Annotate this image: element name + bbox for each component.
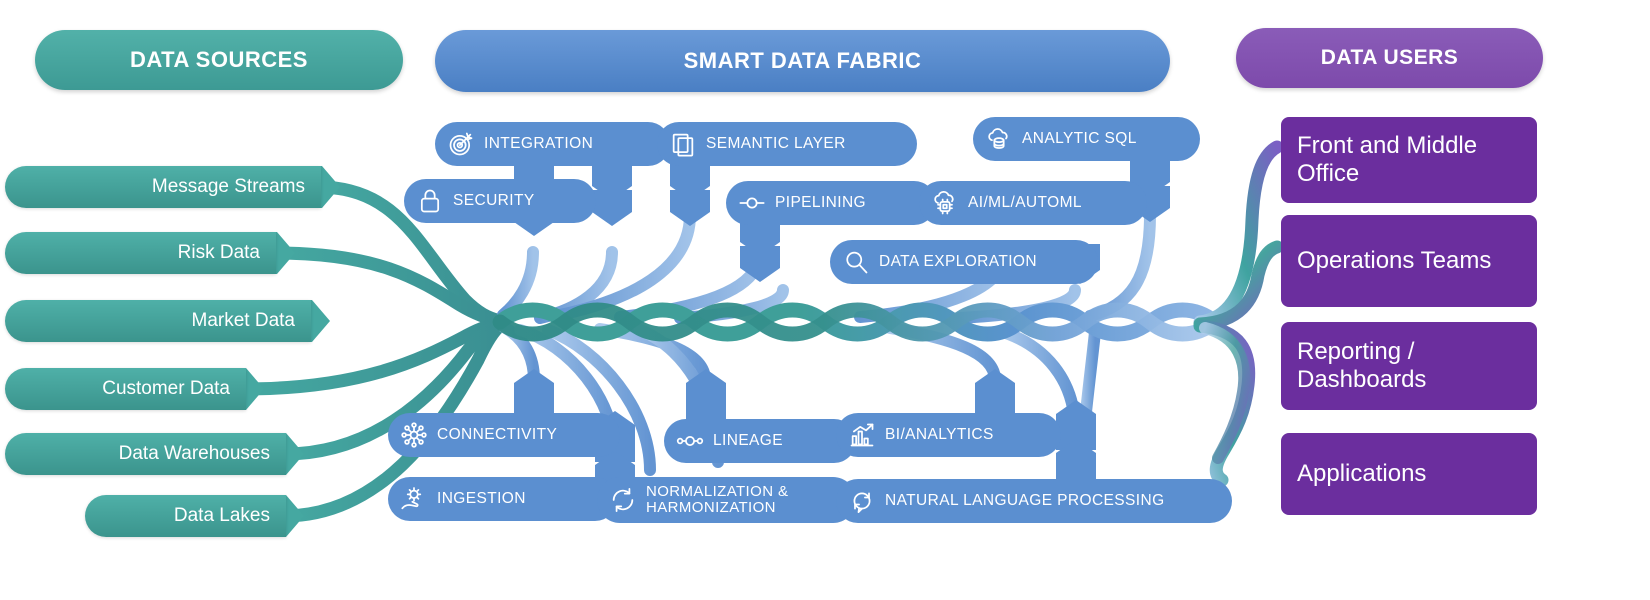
nlp-icon (848, 487, 876, 515)
fabric-capability-item[interactable]: DATA EXPLORATION (830, 240, 1098, 284)
data-user-label: Applications (1297, 460, 1427, 488)
data-source-item[interactable]: Data Warehouses (5, 433, 286, 475)
banner-data-sources: DATA SOURCES (35, 30, 403, 90)
banner-data-users: DATA USERS (1236, 28, 1543, 88)
refresh-icon (609, 486, 637, 514)
fabric-capability-item[interactable]: NATURAL LANGUAGE PROCESSING (836, 479, 1232, 523)
data-user-label: Reporting / Dashboards (1297, 338, 1427, 393)
fabric-capability-label: CONNECTIVITY (437, 425, 558, 443)
data-user-label: Operations Teams (1297, 247, 1492, 275)
fabric-capability-label: SEMANTIC LAYER (706, 134, 846, 152)
data-source-item[interactable]: Message Streams (5, 166, 321, 208)
data-source-item[interactable]: Customer Data (5, 368, 246, 410)
fabric-capability-label: SECURITY (453, 191, 535, 209)
lineage-icon (676, 427, 704, 455)
data-user-item[interactable]: Reporting / Dashboards (1281, 322, 1537, 410)
data-user-item[interactable]: Applications (1281, 433, 1537, 515)
data-user-item[interactable]: Front and Middle Office (1281, 117, 1537, 203)
fabric-capability-label: NORMALIZATION & HARMONIZATION (646, 483, 789, 516)
fabric-capability-item[interactable]: INGESTION (388, 477, 617, 521)
fabric-capability-label: INTEGRATION (484, 134, 594, 152)
data-source-label: Risk Data (177, 242, 260, 263)
cloud-chip-icon (931, 189, 959, 217)
fabric-capability-item[interactable]: ANALYTIC SQL (973, 117, 1200, 161)
fabric-capability-label: ANALYTIC SQL (1022, 129, 1137, 147)
network-icon (400, 421, 428, 449)
fabric-capability-item[interactable]: INTEGRATION (435, 122, 670, 166)
fabric-capability-item[interactable]: AI/ML/AUTOML (919, 181, 1147, 225)
target-icon (447, 130, 475, 158)
data-source-label: Market Data (191, 310, 295, 331)
pipeline-icon (738, 189, 766, 217)
fabric-capability-item[interactable]: LINEAGE (664, 419, 856, 463)
fabric-capability-label: LINEAGE (713, 431, 783, 449)
barchart-icon (848, 421, 876, 449)
banner-smart-data-fabric: SMART DATA FABRIC (435, 30, 1170, 92)
data-source-label: Message Streams (151, 176, 305, 197)
search-icon (842, 248, 870, 276)
data-source-label: Data Warehouses (118, 443, 270, 464)
fabric-capability-label: BI/ANALYTICS (885, 425, 994, 443)
data-source-item[interactable]: Data Lakes (85, 495, 286, 537)
data-user-item[interactable]: Operations Teams (1281, 215, 1537, 307)
fabric-capability-item[interactable]: NORMALIZATION & HARMONIZATION (597, 477, 856, 523)
fabric-capability-item[interactable]: SECURITY (404, 179, 596, 223)
lock-icon (416, 187, 444, 215)
cloud-db-icon (985, 125, 1013, 153)
fabric-capability-label: DATA EXPLORATION (879, 252, 1037, 270)
fabric-capability-item[interactable]: SEMANTIC LAYER (657, 122, 917, 166)
banner-data-sources-label: DATA SOURCES (130, 47, 308, 72)
banner-data-users-label: DATA USERS (1320, 46, 1459, 69)
fabric-capability-label: INGESTION (437, 489, 526, 507)
fabric-capability-label: NATURAL LANGUAGE PROCESSING (885, 491, 1165, 509)
data-source-label: Data Lakes (173, 505, 270, 526)
data-source-item[interactable]: Risk Data (5, 232, 276, 274)
data-user-label: Front and Middle Office (1297, 132, 1478, 187)
fabric-capability-label: AI/ML/AUTOML (968, 193, 1082, 211)
banner-smart-data-fabric-label: SMART DATA FABRIC (683, 48, 922, 73)
layers-icon (669, 130, 697, 158)
gear-hand-icon (400, 485, 428, 513)
fabric-capability-item[interactable]: CONNECTIVITY (388, 413, 620, 457)
data-source-item[interactable]: Market Data (5, 300, 311, 342)
fabric-capability-label: PIPELINING (775, 193, 866, 211)
fabric-capability-item[interactable]: PIPELINING (726, 181, 936, 225)
data-source-label: Customer Data (102, 378, 230, 399)
fabric-capability-item[interactable]: BI/ANALYTICS (836, 413, 1061, 457)
